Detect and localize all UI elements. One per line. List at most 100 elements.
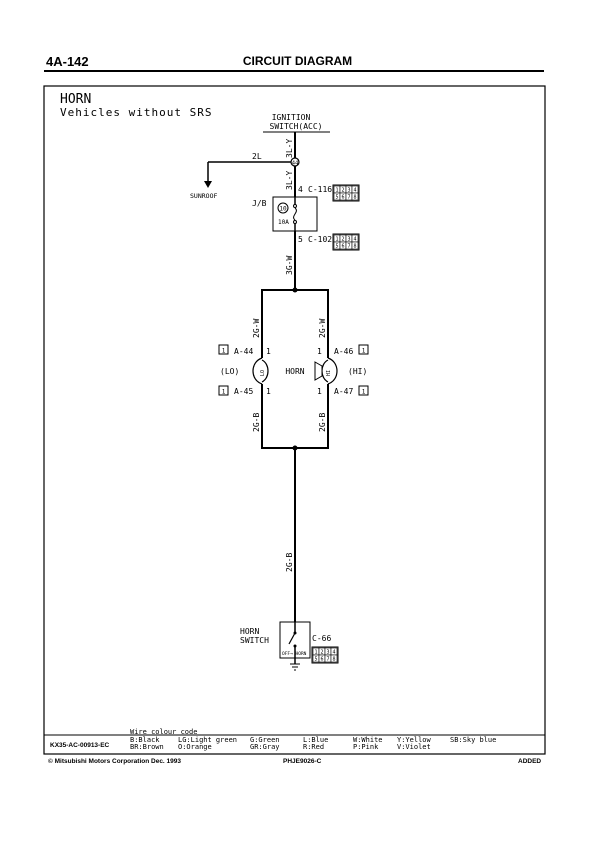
legend-c5b: P:Pink	[353, 743, 379, 751]
pin-a46: 1	[317, 347, 322, 356]
connector-a46-label: A-46	[334, 347, 353, 356]
pin-a47: 1	[317, 387, 322, 396]
legend-c3b: GR:Gray	[250, 743, 280, 751]
c66-pin-number: 1	[314, 650, 317, 656]
c66-pin-number: 3	[326, 650, 329, 656]
connector-a45-icon	[218, 385, 229, 396]
c66-cell	[330, 654, 338, 663]
legend-c2b: O:Orange	[178, 743, 212, 751]
c116-pin-number: 1	[335, 188, 338, 194]
connector-c102-label: C-102	[308, 235, 332, 244]
wire-label-right-top: 2G-W	[318, 319, 327, 338]
c66-pin-number: 6	[320, 657, 323, 663]
legend-c1b: BR:Brown	[130, 743, 164, 751]
horn-center-label: HORN	[285, 367, 304, 376]
connector-a46-box: 1	[362, 348, 366, 355]
c102-pin-number: 8	[353, 244, 356, 250]
switch-label-line1: HORN	[240, 627, 259, 636]
c116-pin-number: 4	[353, 188, 356, 194]
diagram-frame	[43, 85, 546, 755]
c102-cell	[351, 241, 359, 250]
connector-a44-label: A-44	[234, 347, 253, 356]
legend-ref-code: KX35-AC-00913-EC	[50, 742, 110, 749]
wire-label-left-top: 2G-W	[252, 319, 261, 338]
c66-pin-number: 7	[326, 657, 329, 663]
switch-states: OFF→ HORN	[282, 651, 307, 657]
c116-pin-number: 8	[353, 195, 356, 201]
c102-pin-number: 4	[353, 237, 356, 243]
c102-pin-number: 2	[341, 237, 344, 243]
footer-doc-code: PHJE9026-C	[283, 758, 322, 765]
c116-pin-number: 2	[341, 188, 344, 194]
footer-copyright: © Mitsubishi Motors Corporation Dec. 199…	[48, 758, 182, 765]
legend-title: Wire colour code	[130, 728, 197, 736]
fuse-number-badge	[277, 202, 289, 214]
c116-pin-number: 5	[335, 195, 338, 201]
connector-a44-icon	[218, 344, 229, 355]
connector-a47-icon	[358, 385, 369, 396]
c102-pin-number: 3	[347, 237, 350, 243]
legend-c5a: W:White	[353, 736, 383, 744]
c66-pin-number: 2	[320, 650, 323, 656]
fuse-icon	[293, 197, 297, 231]
svg-text:LO: LO	[260, 370, 266, 376]
horn-lo-icon: LO	[252, 357, 269, 385]
diagram-heading: HORN	[60, 92, 91, 107]
wire-label-left-bottom: 2G-B	[252, 413, 261, 432]
connector-a47-label: A-47	[334, 387, 353, 396]
wire-label-right-bottom: 2G-B	[318, 413, 327, 432]
jb-label: J/B	[252, 199, 267, 208]
pin-a45: 1	[266, 387, 271, 396]
page-number: 4A-142	[46, 54, 89, 69]
wire-label-feed: 3G-W	[285, 256, 294, 275]
sunroof-label: SUNROOF	[190, 192, 217, 200]
footer-status: ADDED	[518, 758, 542, 765]
legend-c2a: LG:Light green	[178, 736, 237, 744]
svg-text:HI: HI	[326, 370, 332, 376]
connector-c116-label: C-116	[308, 185, 332, 194]
splice-number: 44	[292, 161, 299, 167]
legend-c4a: L:Blue	[303, 736, 328, 744]
legend-c6a: Y:Yellow	[397, 736, 432, 744]
legend-c7a: SB:Sky blue	[450, 736, 496, 744]
c116-pin-number: 6	[341, 195, 344, 201]
c102-pin-number: 5	[335, 244, 338, 250]
c116-pin-number: 3	[347, 188, 350, 194]
c102-pin-number: 6	[341, 244, 344, 250]
wire-label-branch: 2L	[252, 152, 262, 161]
ignition-label-line2: SWITCH(ACC)	[270, 122, 323, 131]
c66-pin-number: 5	[314, 657, 317, 663]
c102-pin-number: 1	[335, 237, 338, 243]
header-rule	[44, 70, 544, 72]
connector-a45-box: 1	[222, 389, 226, 396]
wire-label-down: 2G-B	[285, 553, 294, 572]
pin-a44: 1	[266, 347, 271, 356]
connector-a47-box: 1	[362, 389, 366, 396]
horn-hi-label: (HI)	[348, 367, 367, 376]
connector-a46-icon	[358, 344, 369, 355]
c66-pin-number: 4	[332, 650, 335, 656]
horn-lo-label: (LO)	[220, 367, 239, 376]
switch-label-line2: SWITCH	[240, 636, 269, 645]
c66-pin-number: 8	[332, 657, 335, 663]
legend-c4b: R:Red	[303, 743, 324, 751]
legend-c3a: G:Green	[250, 736, 280, 744]
wire-label-mid: 3L-Y	[285, 171, 294, 190]
sunroof-arrow-icon	[204, 181, 212, 188]
horn-hi-icon: HI	[314, 357, 338, 385]
pin-c116: 4	[298, 185, 303, 194]
diagram-subheading: Vehicles without SRS	[60, 106, 212, 119]
page-title: CIRCUIT DIAGRAM	[242, 54, 353, 68]
c116-pin-number: 7	[347, 195, 350, 201]
pin-c102: 5	[298, 235, 303, 244]
ignition-label-line1: IGNITION	[272, 113, 311, 122]
connector-c66-label: C-66	[312, 634, 331, 643]
connector-a44-box: 1	[222, 348, 226, 355]
c116-cell	[351, 192, 359, 201]
wire-label-top: 3L-Y	[285, 139, 294, 158]
legend-c1a: B:Black	[130, 736, 160, 744]
legend-c6b: V:Violet	[397, 743, 431, 751]
